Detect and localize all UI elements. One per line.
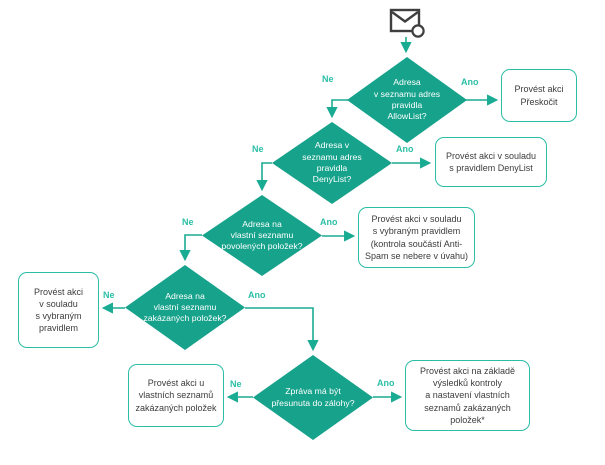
action-selected-rule: Provést akci v souladu s vybraným pravid…	[18, 272, 99, 348]
decision-blocked-items-label: Adresa na vlastní seznamu zakázaných pol…	[143, 290, 227, 324]
edge-label-no-allowed-items: Ne	[182, 217, 194, 227]
decision-denylist-label: Adresa v seznamu adres pravidla DenyList…	[302, 140, 362, 185]
edge-label-no-backup: Ne	[230, 379, 242, 389]
decision-denylist: Adresa v seznamu adres pravidla DenyList…	[272, 122, 392, 204]
action-selected-rule-antispam: Provést akci v souladu s vybraným pravid…	[358, 207, 475, 268]
action-skip: Provést akci Přeskočit	[501, 69, 577, 122]
edge-label-yes-allowed-items: Ano	[320, 217, 338, 227]
edge-label-yes-allowlist: Ano	[461, 77, 479, 87]
decision-allowed-items: Adresa na vlastní seznamu povolených pol…	[202, 195, 322, 276]
edge-label-yes-denylist: Ano	[396, 144, 414, 154]
decision-blocked-items: Adresa na vlastní seznamu zakázaných pol…	[125, 265, 245, 350]
decision-allowlist-label: Adresa v seznamu adres pravidla AllowLis…	[373, 77, 441, 122]
decision-allowlist: Adresa v seznamu adres pravidla AllowLis…	[347, 57, 467, 143]
decision-allowed-items-label: Adresa na vlastní seznamu povolených pol…	[221, 218, 303, 252]
action-scan-results: Provést akci na základě výsledků kontrol…	[405, 360, 530, 431]
edge-label-no-blocked-items: Ne	[103, 290, 115, 300]
action-custom-blocklists: Provést akci u vlastních seznamů zakázan…	[128, 364, 224, 427]
edge-label-yes-blocked-items: Ano	[248, 290, 266, 300]
edge-label-yes-backup: Ano	[377, 378, 395, 388]
edge-label-no-denylist: Ne	[252, 144, 264, 154]
decision-backup-label: Zpráva má být přesunuta do zálohy?	[271, 386, 355, 408]
envelope-with-badge-icon	[389, 8, 425, 38]
decision-backup: Zpráva má být přesunuta do zálohy?	[253, 355, 373, 440]
action-denylist-rule: Provést akci v souladu s pravidlem DenyL…	[435, 137, 547, 187]
edge-label-no-allowlist: Ne	[322, 74, 334, 84]
